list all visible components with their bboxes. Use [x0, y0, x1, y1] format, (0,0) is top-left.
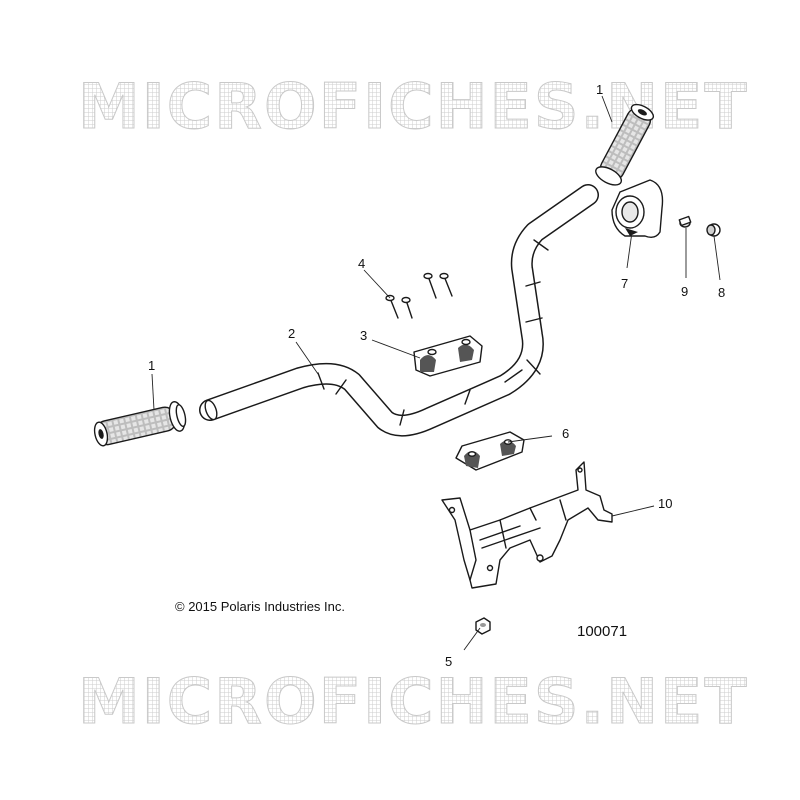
- watermark-bottom: MICROFICHES.NET: [78, 665, 749, 738]
- grip-left: [93, 401, 187, 447]
- callout-lower-clamp: 6: [562, 426, 569, 441]
- lower-clamp: [455, 431, 525, 471]
- callout-upper-clamp: 3: [360, 328, 367, 343]
- handlebar: [199, 184, 599, 437]
- callout-switch-housing: 7: [621, 276, 628, 291]
- mounting-bracket: [441, 461, 613, 589]
- callout-screw: 9: [681, 284, 688, 299]
- upper-clamp: [413, 335, 483, 377]
- diagram-number: 100071: [577, 623, 627, 640]
- copyright-notice: © 2015 Polaris Industries Inc.: [175, 599, 345, 614]
- callout-bracket: 10: [658, 496, 672, 511]
- screw: [678, 215, 692, 228]
- callout-plug: 8: [718, 285, 725, 300]
- callout-handlebar: 2: [288, 326, 295, 341]
- watermark-top: MICROFICHES.NET: [78, 70, 749, 143]
- callout-bolts: 4: [358, 256, 365, 271]
- bolts: [385, 272, 453, 319]
- leader-lines: [151, 95, 721, 651]
- switch-housing: [611, 179, 664, 239]
- plug: [706, 223, 721, 237]
- nut: [475, 617, 491, 635]
- callout-grip-left: 1: [148, 358, 155, 373]
- callout-nut: 5: [445, 654, 452, 669]
- grip-right: [595, 103, 655, 186]
- callout-grip-right: 1: [596, 82, 603, 97]
